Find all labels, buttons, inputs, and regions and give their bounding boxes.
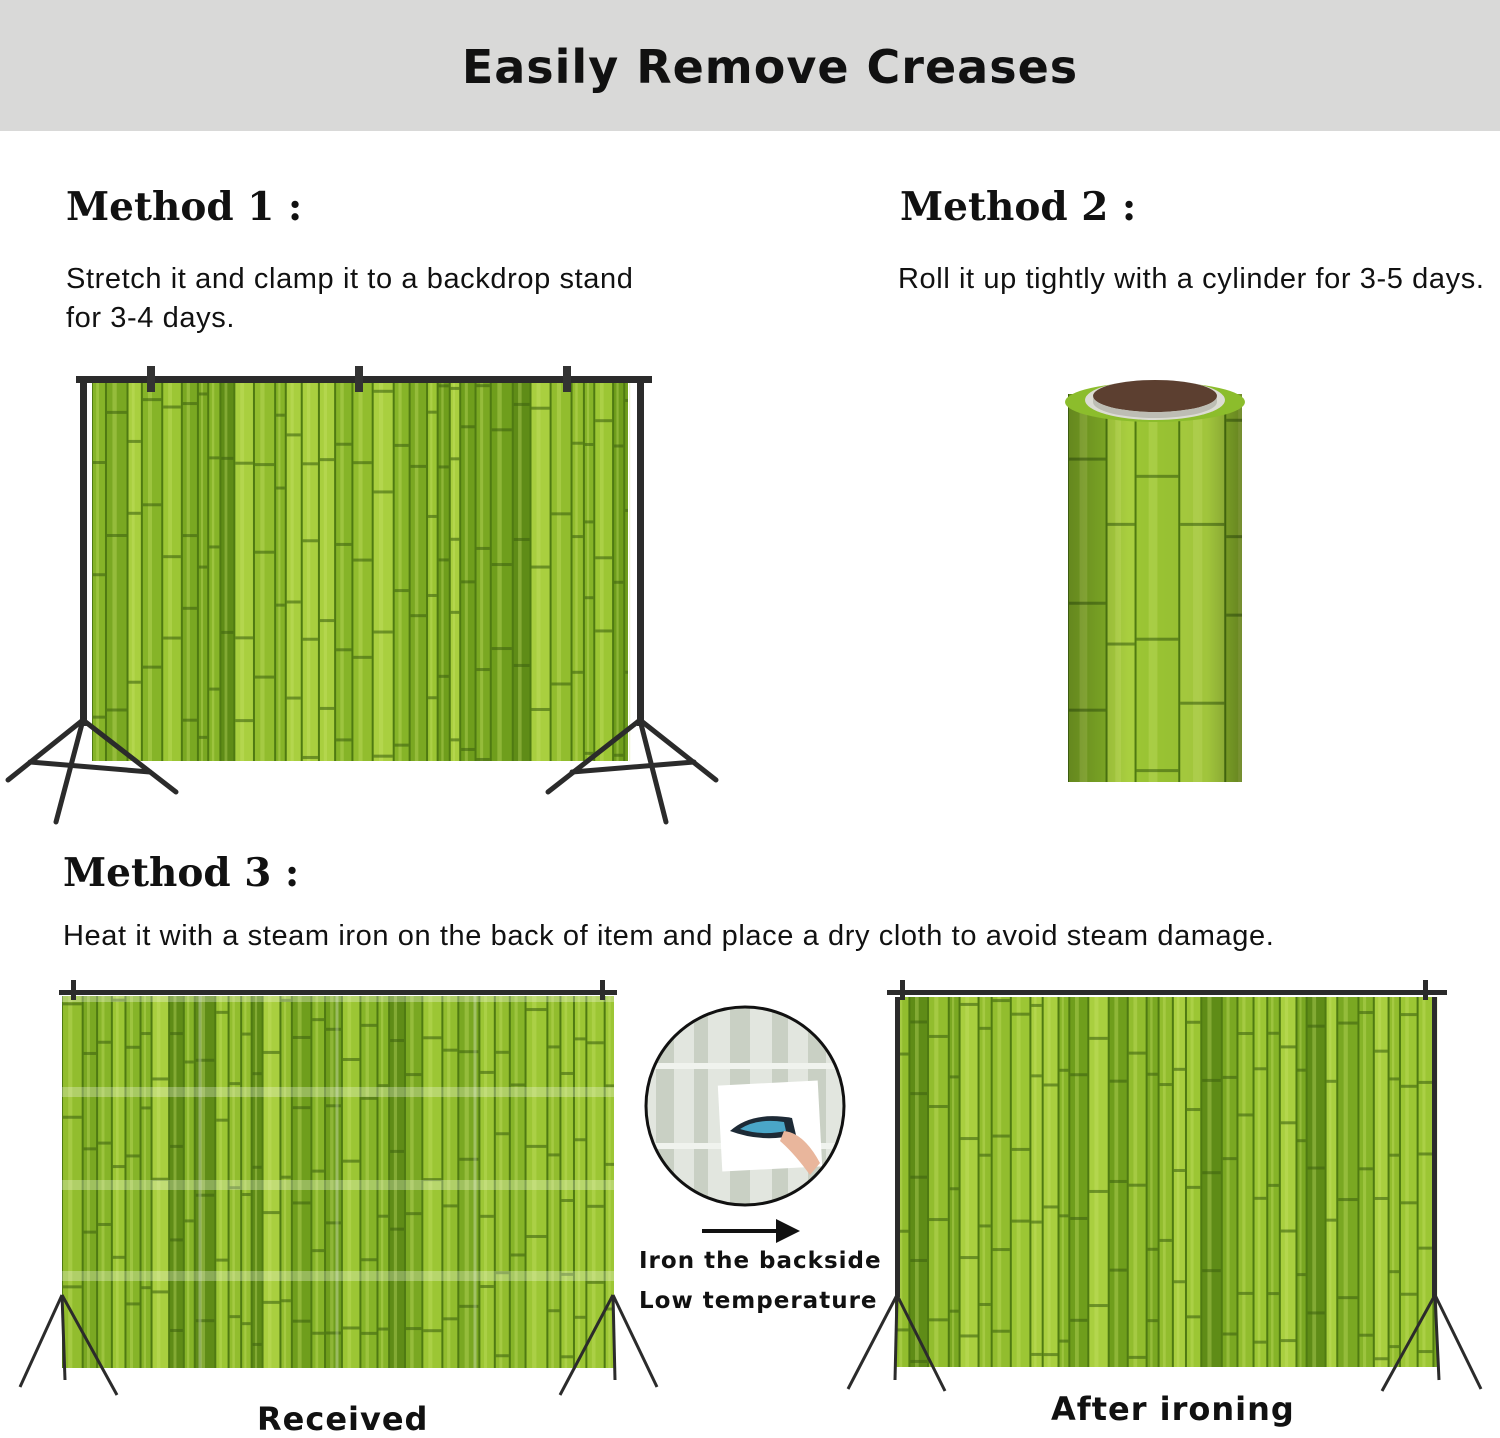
method-2-title: Method 2 :	[900, 184, 1137, 230]
backdrop-stand-icon	[5, 366, 719, 825]
header-banner	[0, 0, 1500, 131]
after-ironing-backdrop-image	[846, 980, 1483, 1392]
method-1-title: Method 1 :	[66, 184, 303, 230]
received-label: Received	[257, 1400, 429, 1438]
arrow-right-icon	[702, 1219, 800, 1243]
received-backdrop-image	[18, 980, 659, 1396]
method-2-description: Roll it up tightly with a cylinder for 3…	[898, 263, 1485, 295]
low-temperature-label: Low temperature	[639, 1288, 878, 1314]
after-ironing-label: After ironing	[1051, 1390, 1295, 1428]
method-1-description: Stretch it and clamp it to a backdrop st…	[66, 263, 634, 334]
page-title: Easily Remove Creases	[461, 40, 1079, 94]
rolled-backdrop-icon	[1065, 380, 1245, 782]
iron-backside-label: Iron the backside	[639, 1248, 882, 1274]
method-3-title: Method 3 :	[63, 850, 300, 896]
steam-iron-icon	[644, 1005, 846, 1207]
method-3-description: Heat it with a steam iron on the back of…	[63, 920, 1275, 952]
